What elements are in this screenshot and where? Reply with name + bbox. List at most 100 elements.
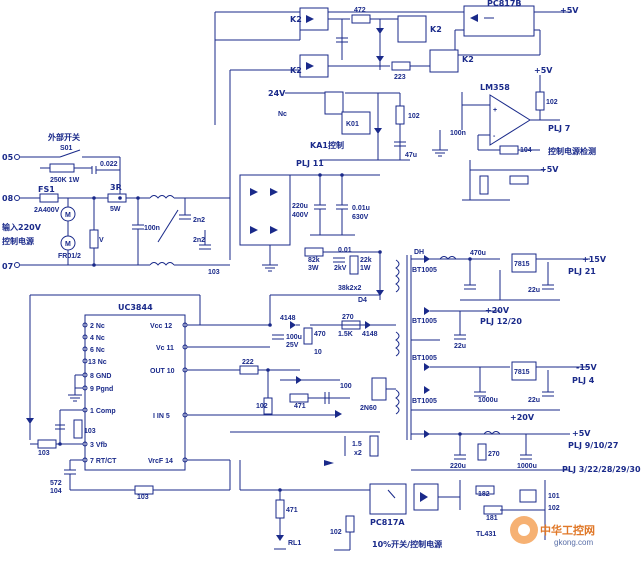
label-ctrl-power: 控制电源 <box>2 236 34 246</box>
label-fs1: FS1 <box>38 185 55 194</box>
label-r250k: 250K 1W <box>50 177 80 184</box>
label-c001: 0.01 <box>338 247 352 254</box>
label-d4: D4 <box>358 297 367 304</box>
output-p5v: +5V PLJ 9/10/27 220u 270 1000u PLJ 3/22/… <box>411 429 641 474</box>
label-c400v: 400V <box>292 212 309 219</box>
label-out-p15: +15V <box>582 255 607 264</box>
input-section: 外部开关 S01 05 250K 1W 0.022 08 FS1 2A400V … <box>2 132 230 276</box>
bridge-rectifier: 220u 400V 0.01u 630V <box>239 174 380 272</box>
output-m15v: BT1005 7815 -15V PLJ 4 1000u 22u BT1005 … <box>411 355 597 422</box>
label-ka1-ctrl: KA1控制 <box>310 140 344 150</box>
label-bt1005-a: BT1005 <box>412 267 437 274</box>
label-r15k: 1.5K <box>338 331 353 338</box>
label-bt1005-b: BT1005 <box>412 318 437 325</box>
label-led1: RL1 <box>288 540 301 547</box>
label-c220u: 220u <box>292 203 308 210</box>
label-c2n2-b: 2n2 <box>193 237 205 244</box>
label-r103-a: 103 <box>84 428 96 435</box>
pin-13: 13 Nc <box>88 359 107 366</box>
pin-10: OUT 10 <box>150 368 175 375</box>
label-u7815-b: 7815 <box>514 369 530 376</box>
label-r5w: 5W <box>110 206 121 213</box>
watermark-cn: 中华工控网 <box>540 523 595 537</box>
label-d4148-a: 4148 <box>280 315 296 322</box>
label-c1000u: 1000u <box>478 397 498 404</box>
label-c100: 100 <box>340 383 352 390</box>
feedback-optocoupler: 471 RL1 PC817A 102 10%开关/控制电源 <box>239 460 460 551</box>
label-m2: M <box>65 241 71 248</box>
label-r102-b: 102 <box>548 505 560 512</box>
label-c220u-b: 220u <box>450 463 466 470</box>
pin-14: VrcF 14 <box>148 458 173 465</box>
label-d-upper: DH <box>414 249 424 256</box>
pin-2: 2 Nc <box>90 323 105 330</box>
label-x2: x2 <box>354 450 362 457</box>
label-c470u: 470u <box>470 250 486 257</box>
label-pc817a: PC817A <box>370 518 405 527</box>
top-optocoupler-section: PC817B +5V <box>214 0 579 125</box>
label-c104: 104 <box>50 488 62 495</box>
label-k01: K01 <box>346 121 359 128</box>
junction-dots <box>58 173 472 492</box>
label-ss-ctrl: 10%开关/控制电源 <box>372 539 442 549</box>
svg-text:+: + <box>493 107 497 114</box>
label-r3r: 3R <box>110 183 122 192</box>
pin-4: 4 Nc <box>90 335 105 342</box>
label-v5-opamp: +5V <box>534 66 553 75</box>
label-c1000u-b: 1000u <box>517 463 537 470</box>
label-v5-lower: +5V <box>540 165 559 174</box>
pin-12: Vcc 12 <box>150 323 172 330</box>
label-r470: 470 <box>314 331 326 338</box>
label-c47u: 47u <box>405 152 417 159</box>
label-c572: 572 <box>50 480 62 487</box>
label-c0022: 0.022 <box>100 161 118 168</box>
relay-ka1-section: 24V Nc K01 102 47u KA1控制 PLJ 11 <box>268 89 420 168</box>
label-r101: 101 <box>548 493 560 500</box>
label-k2-c: K2 <box>430 25 442 34</box>
label-k2-d: K2 <box>462 55 474 64</box>
pin-8: 8 GND <box>90 373 111 380</box>
label-q2n60: 2N60 <box>360 405 377 412</box>
output-p20v: BT1005 22u +20V PLJ 12/20 <box>411 306 522 350</box>
label-plj4: PLJ 4 <box>572 376 595 385</box>
label-r182: 182 <box>478 491 490 498</box>
label-r223: 223 <box>394 74 406 81</box>
label-r270: 270 <box>342 314 354 321</box>
label-m1: M <box>65 212 71 219</box>
label-r102-led: 102 <box>330 529 342 536</box>
label-out-m20: +20V <box>510 413 535 422</box>
label-p05: 05 <box>2 153 14 162</box>
label-c100n-filter: 100n <box>144 225 160 232</box>
pin-6: 6 Nc <box>90 347 105 354</box>
label-out-m15: -15V <box>576 363 597 372</box>
label-r222: 222 <box>242 359 254 366</box>
label-r82k: 82k <box>308 257 320 264</box>
label-fr012: FR01/2 <box>58 253 81 260</box>
label-r104: 104 <box>520 147 532 154</box>
pin-1: 1 Comp <box>90 408 116 415</box>
output-p15v: DH 470u 7815 +15V PLJ 21 22u BT1005 <box>411 249 607 301</box>
label-r472: 472 <box>354 7 366 14</box>
pin-5: I IN 5 <box>153 413 170 420</box>
label-fs1-rating: 2A400V <box>34 207 60 214</box>
label-r15-x2: 1.5 <box>352 441 362 448</box>
aux-gate-drive: 4148 100u 25V 470 10 270 1.5K 4148 222 1… <box>187 294 396 466</box>
watermark-logo: 中华工控网 gkong.com <box>510 516 595 547</box>
pin-11: Vc 11 <box>156 345 174 352</box>
label-c2n2-a: 2n2 <box>193 217 205 224</box>
label-r22k: 22k <box>360 257 372 264</box>
label-plj-last: PLJ 3/22/28/29/30 <box>562 465 641 474</box>
label-k2-a: K2 <box>290 15 302 24</box>
label-plj91027: PLJ 9/10/27 <box>568 441 618 450</box>
label-r102-opamp: 102 <box>546 99 558 106</box>
label-r181: 181 <box>486 515 498 522</box>
label-r3w: 3W <box>308 265 319 272</box>
label-pc817b: PC817B <box>487 0 522 8</box>
label-c103: 103 <box>208 269 220 276</box>
label-out-5v: +5V <box>572 429 591 438</box>
label-r471-b: 471 <box>286 507 298 514</box>
label-s01: S01 <box>60 145 73 152</box>
label-r1w: 1W <box>360 265 371 272</box>
label-c22u-c: 22u <box>528 397 540 404</box>
opamp-lm358-section: LM358 + - PLJ 7 102 +5V 104 控制电源检测 100n … <box>432 66 596 201</box>
